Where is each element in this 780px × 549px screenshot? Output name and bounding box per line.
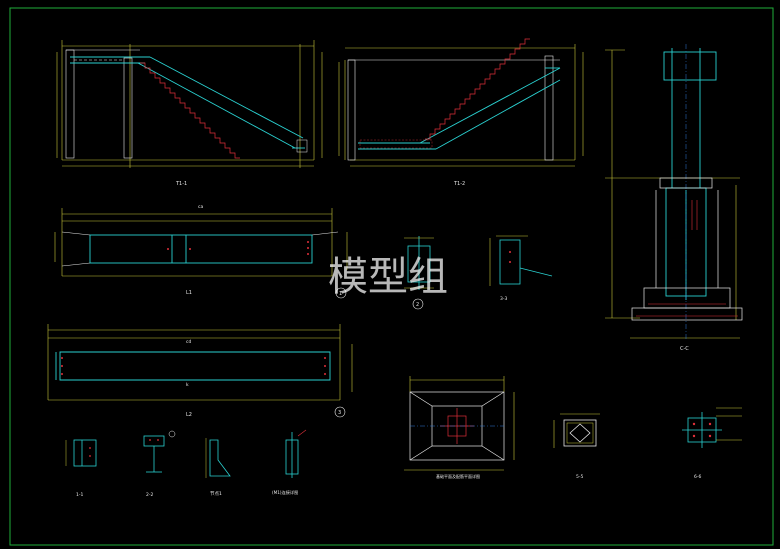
section-1-1-title: 1-1 [76,492,83,498]
beam-l1: ca L1 [54,205,348,296]
node-1-label: 1 [339,291,342,297]
base-plan-title: 基础平面及配筋平面详图 [436,473,480,479]
beam-l1-title: L1 [186,290,192,296]
section-6-6-title: 6-6 [694,474,701,480]
section-2-2-title: 2-2 [146,492,153,498]
column-section-title: C-C [680,346,689,352]
stair-elevation-1-title: T1-1 [175,181,187,187]
detail-connection-b: (M1)连接详图 [272,429,307,496]
column-section-cc: C-C [605,44,743,352]
node-2-detail: 2 [404,236,434,310]
sheet-frame [9,7,774,546]
beam-l2-title: L2 [186,412,192,418]
section-2-2: 2-2 [143,430,176,498]
node-1-marker: 1 [335,287,347,299]
stair-elevation-2: T1-2 [338,38,584,187]
base-plan: 基础平面及配筋平面详图 [404,376,515,479]
detail-3-3: 3-3 [489,235,553,302]
section-6-6: 6-6 [682,407,742,480]
detail-node-a: 节点1 [205,438,231,497]
section-1-1: 1-1 [65,439,97,498]
section-5-5-title: 5-5 [576,474,583,480]
stair-elevation-1: T1-1 [56,40,323,187]
node-2-label: 2 [416,302,419,308]
section-5-5: 5-5 [553,413,600,480]
detail-b-title: (M1)连接详图 [272,489,298,496]
beam-l2: cd k L2 3 [47,324,353,418]
stair-elevation-2-title: T1-2 [453,181,465,187]
beam-l2-marker: cd [186,339,191,345]
beam-l2-mid-marker: k [186,382,189,388]
detail-3-3-title: 3-3 [500,296,507,302]
watermark: 模型组 [328,254,448,300]
node-3-label: 3 [338,410,341,416]
beam-l1-marker: ca [198,205,203,210]
detail-a-title: 节点1 [210,491,222,497]
